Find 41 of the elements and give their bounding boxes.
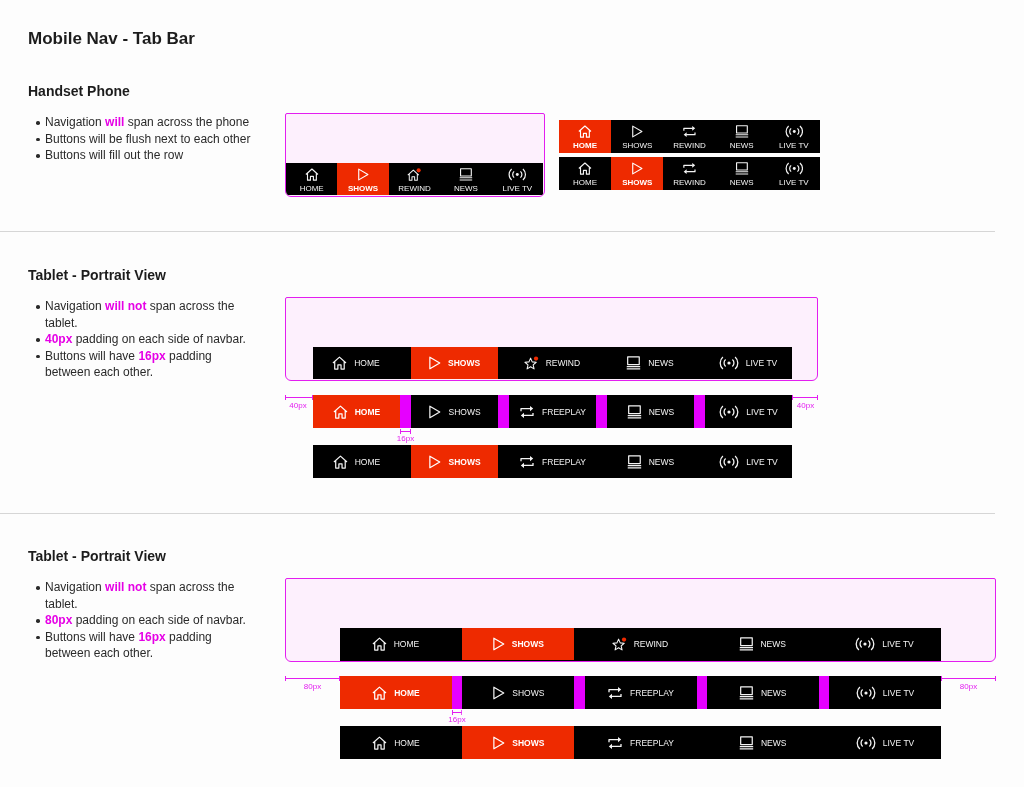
section-heading: Tablet - Portrait View [28, 267, 166, 284]
dimension-label: 16px [396, 433, 415, 443]
nav-tab: NEWS [715, 120, 768, 153]
nav-tab: HOME [313, 395, 400, 428]
nav-tab: HOME [559, 157, 612, 190]
bullet-item: 80px padding on each side of navbar. [33, 612, 265, 629]
bullet-item: Navigation will not span across the tablet. [33, 298, 259, 332]
nav-tab: SHOWS [611, 157, 664, 190]
nav-tab: NEWS [440, 162, 492, 195]
device-frame [285, 113, 545, 197]
nav-tab: HOME [286, 162, 338, 195]
dimension-label: 80px [303, 682, 322, 691]
bullet-item: Navigation will not span across the tablet. [33, 579, 259, 613]
page-title: Mobile Nav - Tab Bar [28, 29, 195, 49]
dimension-label: 80px [959, 682, 978, 691]
nav-tab: REWIND [663, 120, 716, 153]
device-frame [285, 297, 818, 381]
bullet-item: Buttons will have 16px padding between each other. [33, 628, 235, 662]
nav-tab: LIVE TV [491, 162, 543, 195]
nav-tab: LIVE TV [767, 120, 820, 153]
nav-tab: SHOWS [462, 726, 575, 759]
nav-tab: SHOWS [411, 445, 498, 478]
nav-tab: HOME [340, 676, 452, 709]
nav-tab: NEWS [715, 157, 768, 190]
nav-tab: REWIND [388, 162, 441, 195]
device-frame [285, 578, 996, 662]
dimension-label: 16px [448, 715, 466, 724]
bullet-item: Buttons will fill out the row [33, 147, 295, 164]
bullet-item: Buttons will be flush next to each other [33, 130, 295, 148]
bullet-item: Buttons will have 16px padding between each other. [33, 347, 235, 381]
nav-tab: LIVE TV [767, 157, 820, 190]
bullet-item: Navigation will span across the phone [33, 114, 295, 131]
bullet-item: 40px padding on each side of navbar. [33, 331, 265, 348]
section-heading: Tablet - Portrait View [28, 548, 166, 565]
section-heading: Handset Phone [28, 83, 130, 100]
nav-tab: SHOWS [611, 120, 664, 153]
nav-tab: REWIND [663, 157, 716, 190]
nav-tab: HOME [559, 120, 612, 153]
nav-tab: SHOWS [461, 627, 574, 660]
nav-tab: SHOWS [410, 346, 498, 379]
nav-tab: SHOWS [337, 162, 389, 195]
